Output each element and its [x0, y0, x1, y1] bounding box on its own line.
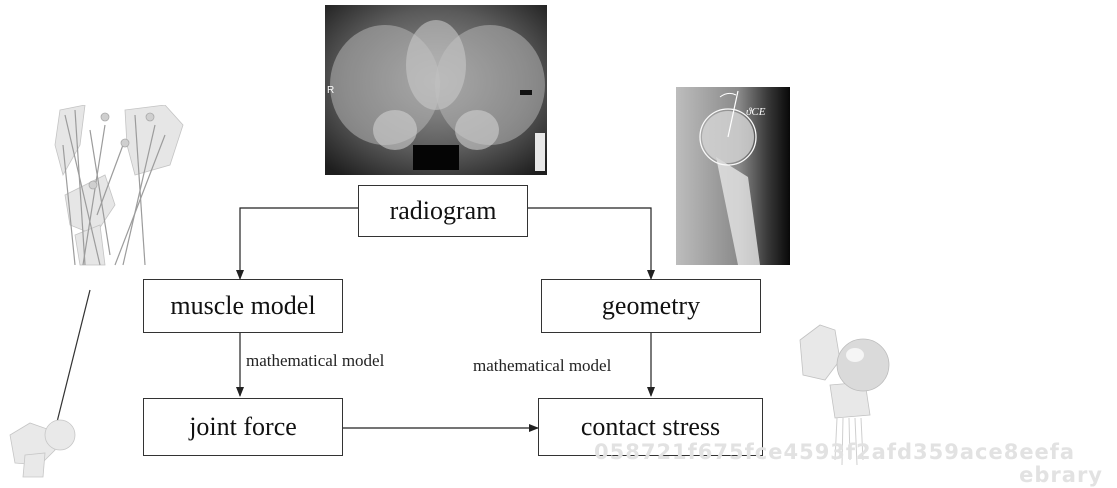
geometry-box: geometry [541, 279, 761, 333]
arrow-radiogram-to-muscle-model [240, 208, 358, 279]
arrow-radiogram-to-geometry [528, 208, 651, 279]
edge-label-right: mathematical model [473, 356, 611, 376]
muscle-model-box: muscle model [143, 279, 343, 333]
radiogram-box: radiogram [358, 185, 528, 237]
edge-label-left: mathematical model [246, 351, 384, 371]
watermark-id: 058721f675fce4593f2afd359ace8eefa [594, 440, 1075, 464]
watermark-ebrary: ebrary [1019, 463, 1103, 487]
joint-force-box: joint force [143, 398, 343, 456]
